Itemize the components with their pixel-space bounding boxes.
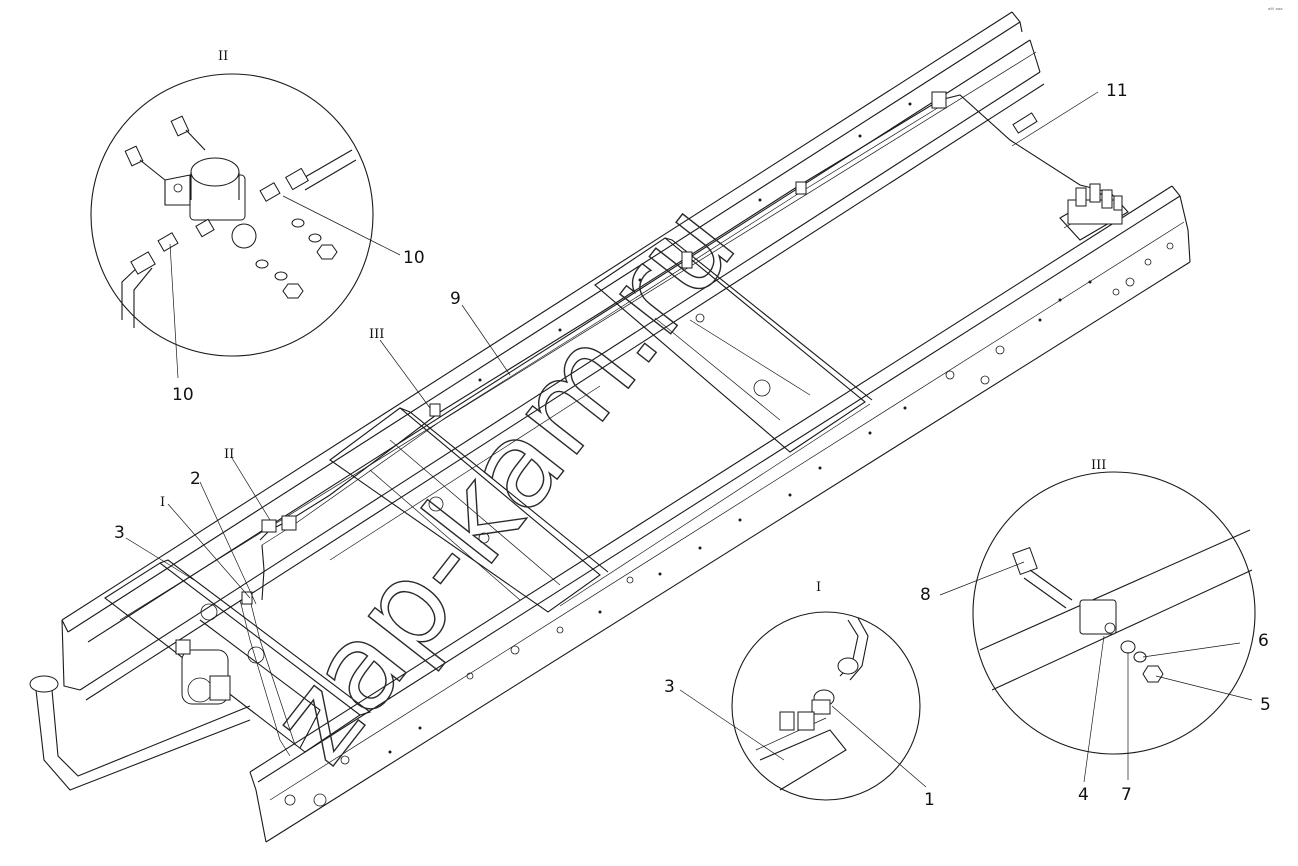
detail-iii-reference: III xyxy=(369,327,384,342)
main-callouts: 11 9 III II 2 I 3 xyxy=(114,81,1128,605)
callout-3-detail: 3 xyxy=(664,677,675,697)
callout-7: 7 xyxy=(1121,785,1132,805)
callout-1-detail: 1 xyxy=(924,790,935,810)
detail-i: I 3 1 xyxy=(664,580,935,810)
callout-11: 11 xyxy=(1106,81,1128,101)
callout-4: 4 xyxy=(1078,785,1089,805)
callout-5: 5 xyxy=(1260,695,1271,715)
detail-iii-title: III xyxy=(1091,458,1106,473)
rear-valve xyxy=(1067,183,1123,225)
callout-8: 8 xyxy=(920,585,931,605)
callout-6: 6 xyxy=(1258,631,1269,651)
callout-10-lower: 10 xyxy=(172,385,194,405)
corner-mark: ᵃᴹ ᵃᵃᵃ xyxy=(1268,7,1283,14)
cross-members xyxy=(104,189,1129,757)
detail-i-title: I xyxy=(816,580,821,595)
detail-iii: III 8 6 5 4 7 xyxy=(920,458,1271,805)
callout-10-upper: 10 xyxy=(403,248,425,268)
air-line xyxy=(259,91,1123,601)
detail-ii: II 10 10 xyxy=(90,49,425,405)
detail-i-reference: I xyxy=(160,495,165,510)
callout-9: 9 xyxy=(450,289,461,309)
callout-3-main: 3 xyxy=(114,523,125,543)
detail-ii-title: II xyxy=(218,49,228,64)
detail-ii-reference: II xyxy=(224,447,234,462)
callout-2: 2 xyxy=(190,469,201,489)
front-mount xyxy=(175,591,253,705)
exhaust-pipe xyxy=(29,675,251,791)
watermark: zap-kam.ru xyxy=(243,177,762,787)
frame-holes xyxy=(284,102,1174,807)
